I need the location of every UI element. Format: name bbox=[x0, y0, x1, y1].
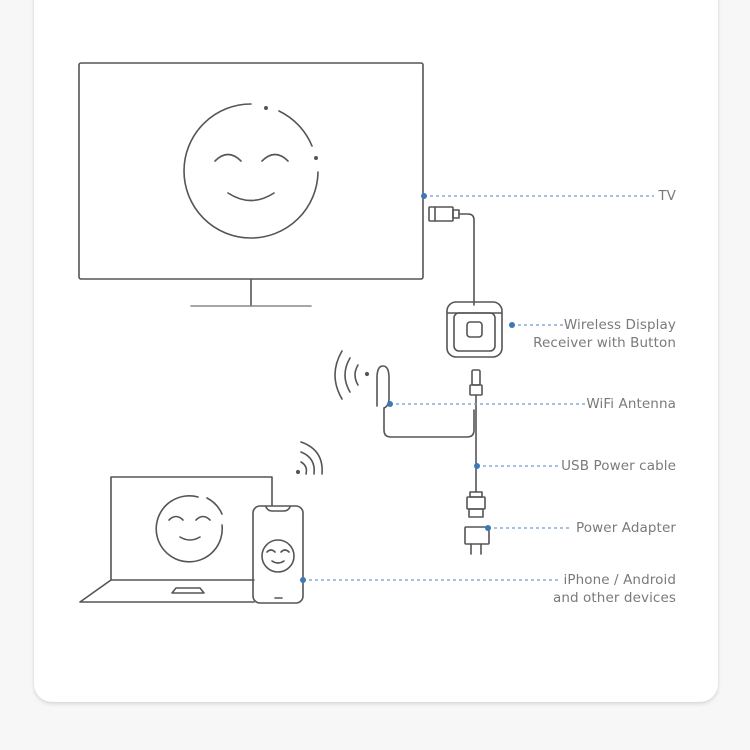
label-devices-line1: iPhone / Android bbox=[563, 572, 676, 588]
usb-power-cable-icon bbox=[466, 369, 486, 518]
label-receiver-line1: Wireless Display bbox=[563, 317, 676, 333]
smiley-face-icon bbox=[183, 103, 319, 239]
label-receiver: Wireless Display Receiver with Button bbox=[533, 316, 676, 352]
laptop-icon bbox=[79, 476, 273, 603]
antenna-callout-dot bbox=[387, 401, 393, 407]
label-antenna: WiFi Antenna bbox=[586, 396, 676, 412]
receiver-callout-dot bbox=[509, 322, 515, 328]
label-devices-line2: and other devices bbox=[552, 590, 676, 606]
tv-icon bbox=[78, 62, 424, 307]
wifi-signal-icon bbox=[295, 441, 323, 475]
label-receiver-line2: Receiver with Button bbox=[533, 335, 676, 351]
hdmi-connector-icon bbox=[428, 206, 475, 306]
label-usb-cable: USB Power cable bbox=[561, 458, 676, 474]
power-adapter-icon bbox=[464, 526, 490, 555]
label-devices: iPhone / Android and other devices bbox=[553, 571, 676, 607]
tv-callout-dot bbox=[421, 193, 427, 199]
smartphone-icon bbox=[252, 505, 304, 604]
label-adapter: Power Adapter bbox=[576, 520, 676, 536]
label-tv: TV bbox=[658, 188, 676, 204]
wifi-antenna-icon bbox=[334, 350, 475, 438]
devices-callout-dot bbox=[300, 577, 306, 583]
wireless-display-receiver-icon bbox=[446, 301, 503, 358]
diagram-card bbox=[34, 0, 718, 702]
usb-callout-dot bbox=[474, 463, 480, 469]
adapter-callout-dot bbox=[485, 525, 491, 531]
